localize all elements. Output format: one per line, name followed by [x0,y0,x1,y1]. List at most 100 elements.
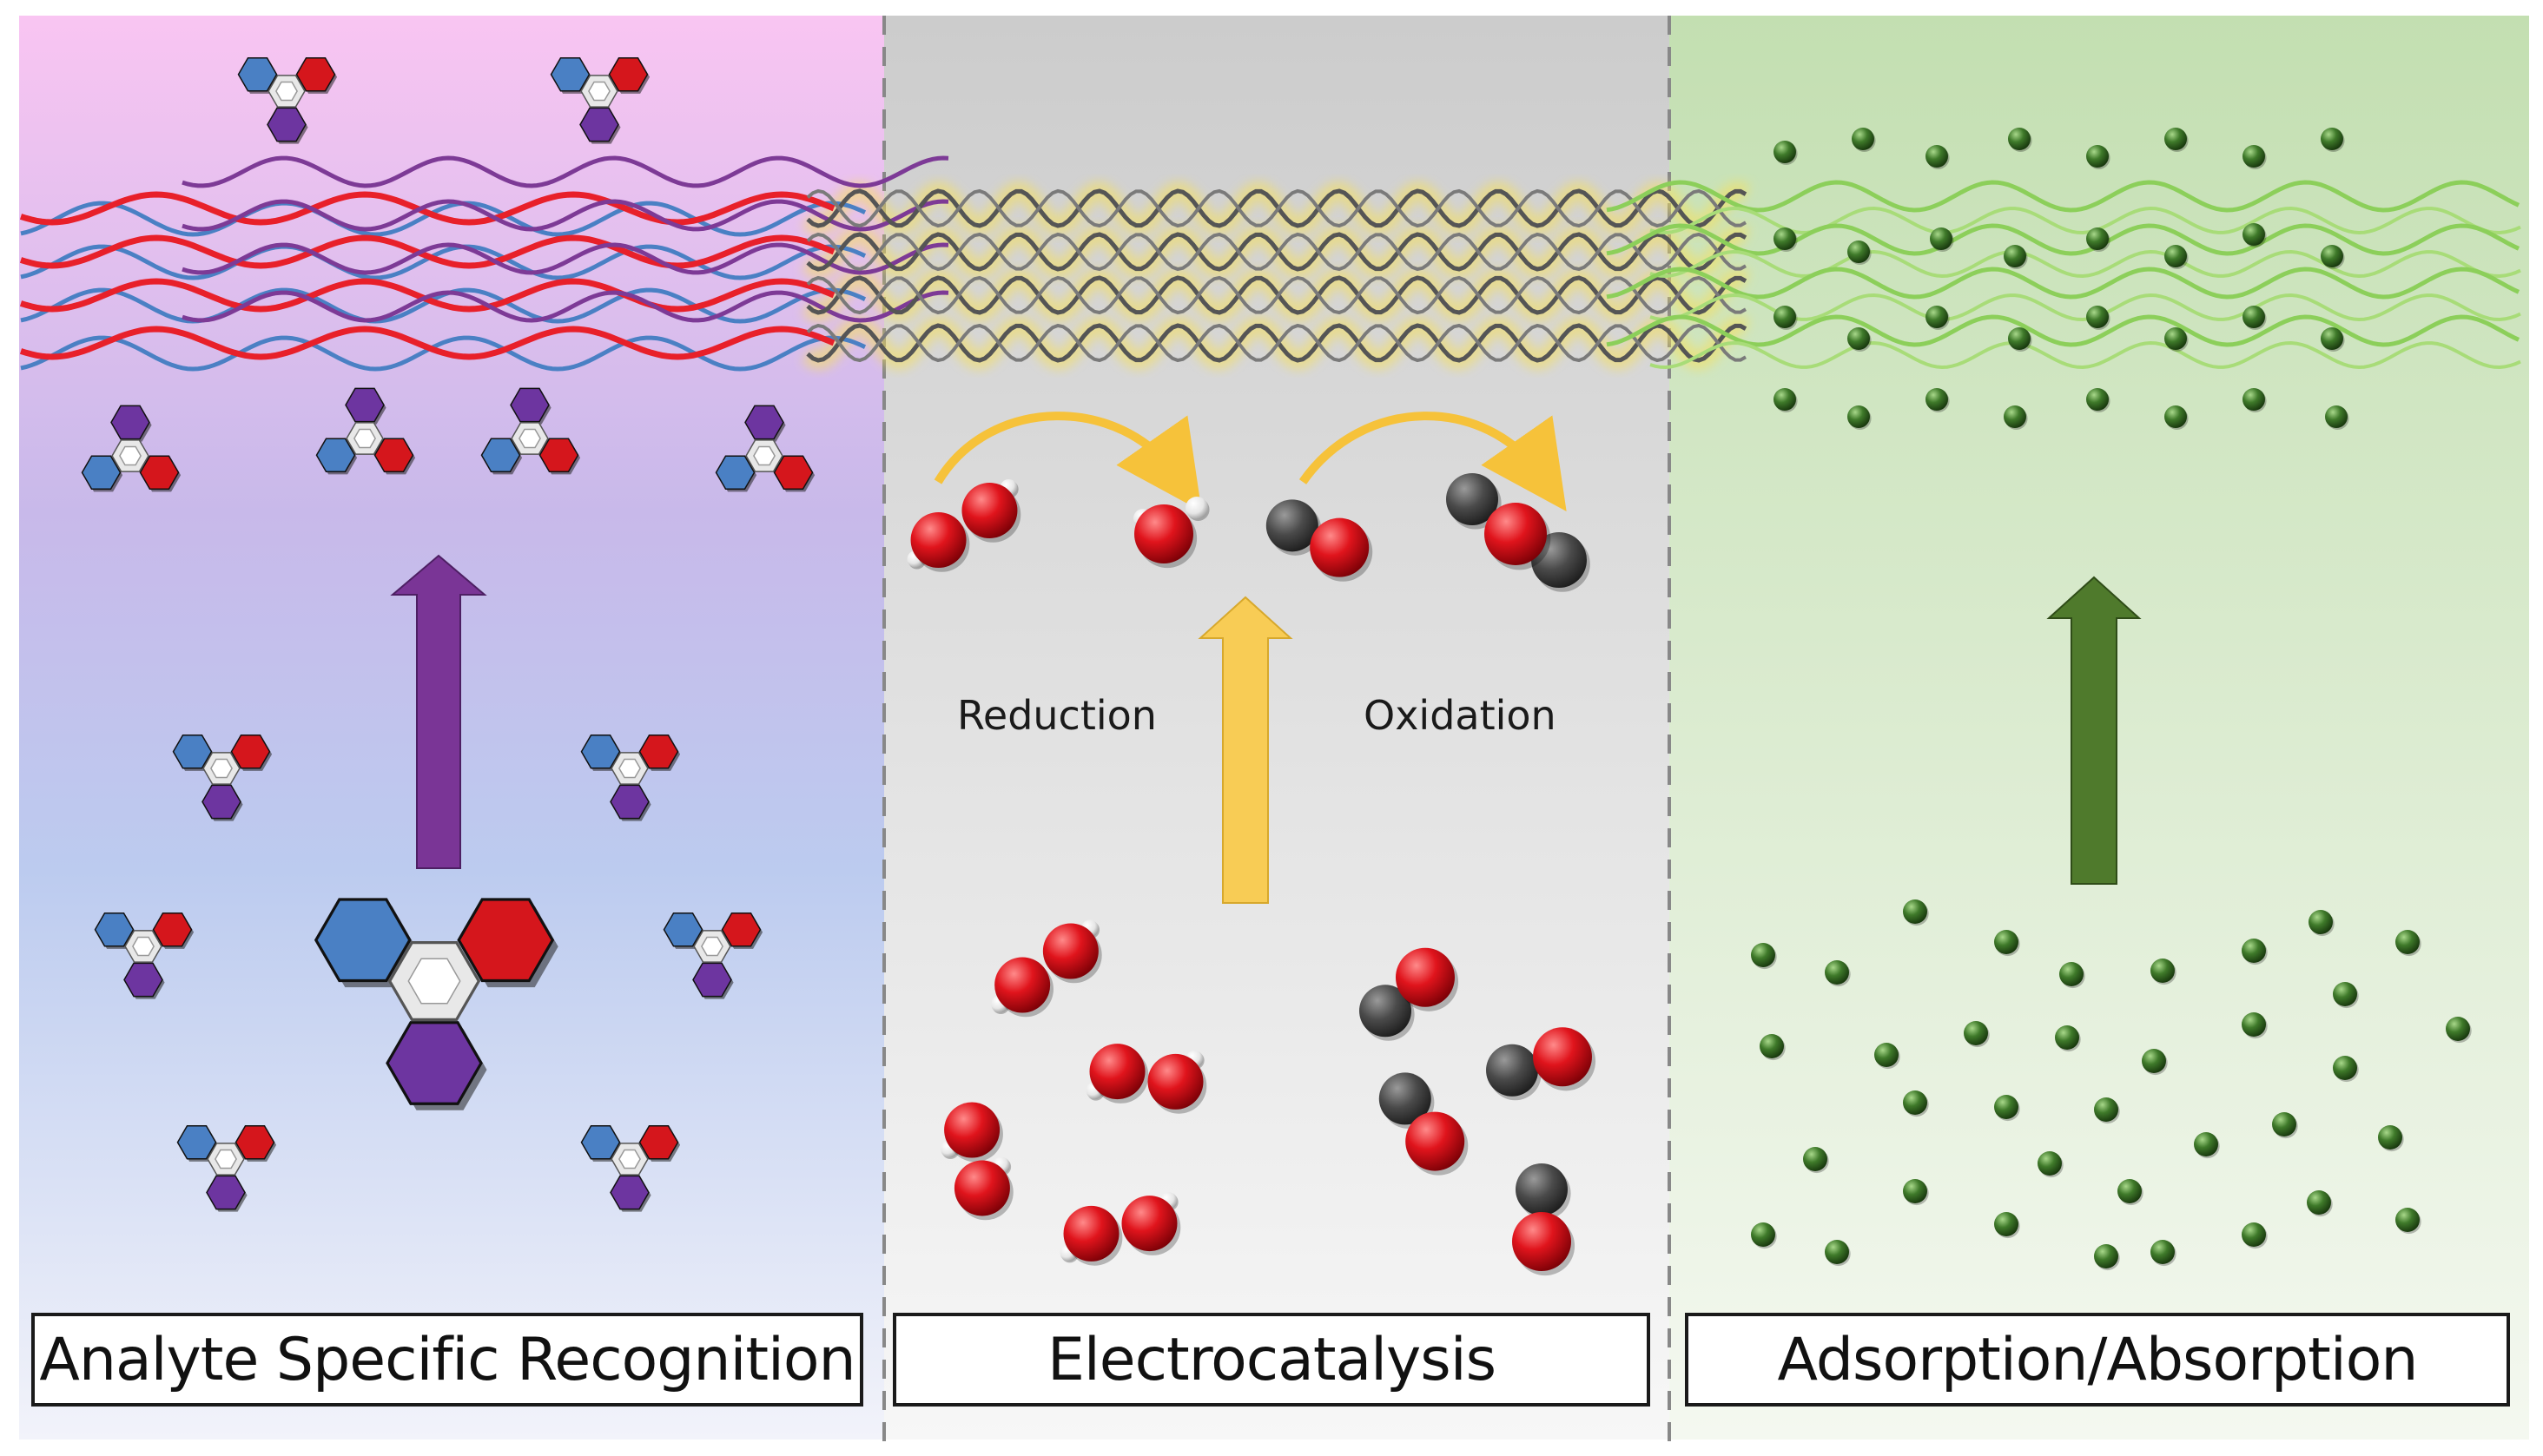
purple-chain [182,199,949,232]
white-hexagon-inner [353,428,376,449]
hex-molecule [314,898,558,1110]
analyte-particle [2378,1125,2402,1150]
carbon-atom [1378,1072,1431,1125]
green-chain [1606,180,2520,213]
analyte-particle [2008,327,2031,350]
oxygen-atom [1089,1044,1146,1100]
carbon-atom [1516,1163,1568,1216]
blue-hexagon [480,438,521,473]
purple-hexagon [610,784,650,820]
analyte-particle [2242,388,2265,411]
red-hexagon [721,912,762,947]
analyte-particle [1773,388,1796,411]
analyte-particle [2242,223,2265,246]
blue-hexagon [172,734,213,769]
hex-molecule [715,405,816,492]
purple-hexagon [744,405,784,440]
analyte-particle [2004,405,2026,428]
white-hexagon-inner [701,936,723,957]
red-hexagon [457,898,555,983]
red-hexagon [234,1124,275,1160]
analyte-particle [2321,245,2343,267]
carbon-atom [1446,473,1498,525]
red-hexagon [773,455,814,491]
white-hexagon-inner [215,1149,237,1169]
oxygen-atom [1042,923,1099,979]
oxygen-atom [1395,947,1455,1007]
red-hexagon [152,912,193,947]
polymer-chains [19,155,2521,372]
analyte-particle [2094,1244,2118,1268]
blue-hexagon [715,455,756,491]
gray-chain [806,323,1747,363]
purple-hexagon [579,107,619,142]
analyte-particle [1903,899,1927,924]
oxygen-atom [1134,504,1193,563]
hydrogen-atom [1186,497,1208,519]
hex-molecule [172,734,273,821]
adsorption-title-box: Adsorption/Absorption [1685,1313,2510,1407]
white-hexagon-inner [519,428,541,449]
hex-molecule [580,1124,681,1212]
blue-chain [20,335,867,372]
analyte-particle [2164,405,2187,428]
oxygen-atom [954,1160,1010,1216]
analyte-particle [2086,306,2109,328]
oxygen-atom [944,1102,1001,1158]
purple-hexagon [386,1021,483,1105]
white-hexagon-inner [618,758,641,779]
red-hexagon [608,56,649,92]
electrocatalysis-title-box: Electrocatalysis [893,1313,1650,1407]
purple-hexagon [110,405,150,440]
yellow-up-arrow [1198,596,1293,904]
hex-molecule [176,1124,277,1212]
purple-hexagon [201,784,241,820]
carbon-atom [1486,1044,1539,1097]
hex-molecule [550,56,651,144]
white-hexagon-inner [132,936,155,957]
analyte-particle [1773,306,1796,328]
oxygen-atom [1121,1196,1178,1252]
analyte-particle [2242,1012,2266,1037]
purple-hexagon [610,1175,650,1210]
gray-chain [806,232,1747,272]
gray-chain [806,188,1747,228]
carbon-atom [1265,499,1318,552]
white-hexagon-inner [210,758,233,779]
red-hexagon [373,438,414,473]
oxygen-atom [1532,1027,1592,1087]
analyte-particle [2008,128,2031,150]
analyte-particle [2086,388,2109,411]
blue-chain [20,201,867,237]
red-hexagon [230,734,271,769]
analyte-particle [2242,145,2265,168]
gray-chain [806,275,1747,315]
analyte-particle [2194,1132,2218,1156]
analyte-particle [2164,327,2187,350]
hex-molecule [81,405,182,492]
blue-hexagon [237,56,278,92]
oxygen-atom [1147,1053,1204,1110]
analyte-particle [1925,306,1948,328]
green-chain [1606,223,2520,256]
oxygen-atom [994,957,1051,1013]
oxygen-atom [910,512,967,568]
purple-up-arrow [390,554,487,869]
analyte-particle [1994,1212,2018,1236]
green-chain [1606,314,2520,347]
white-hexagon-inner [407,958,461,1005]
analyte-particle [1925,145,1948,168]
white-hexagon-inner [119,445,142,466]
green-up-arrow [2046,576,2142,885]
red-chain [19,234,836,269]
purple-hexagon [206,1175,246,1210]
analyte-particle [2059,962,2084,986]
blue-hexagon [94,912,135,947]
analyte-particle [1994,930,2018,954]
purple-hexagon [267,107,307,142]
analyte-particle [2321,128,2343,150]
analyte-particle [1930,227,1952,250]
white-hexagon-inner [753,445,776,466]
analyte-particle [2004,245,2026,267]
